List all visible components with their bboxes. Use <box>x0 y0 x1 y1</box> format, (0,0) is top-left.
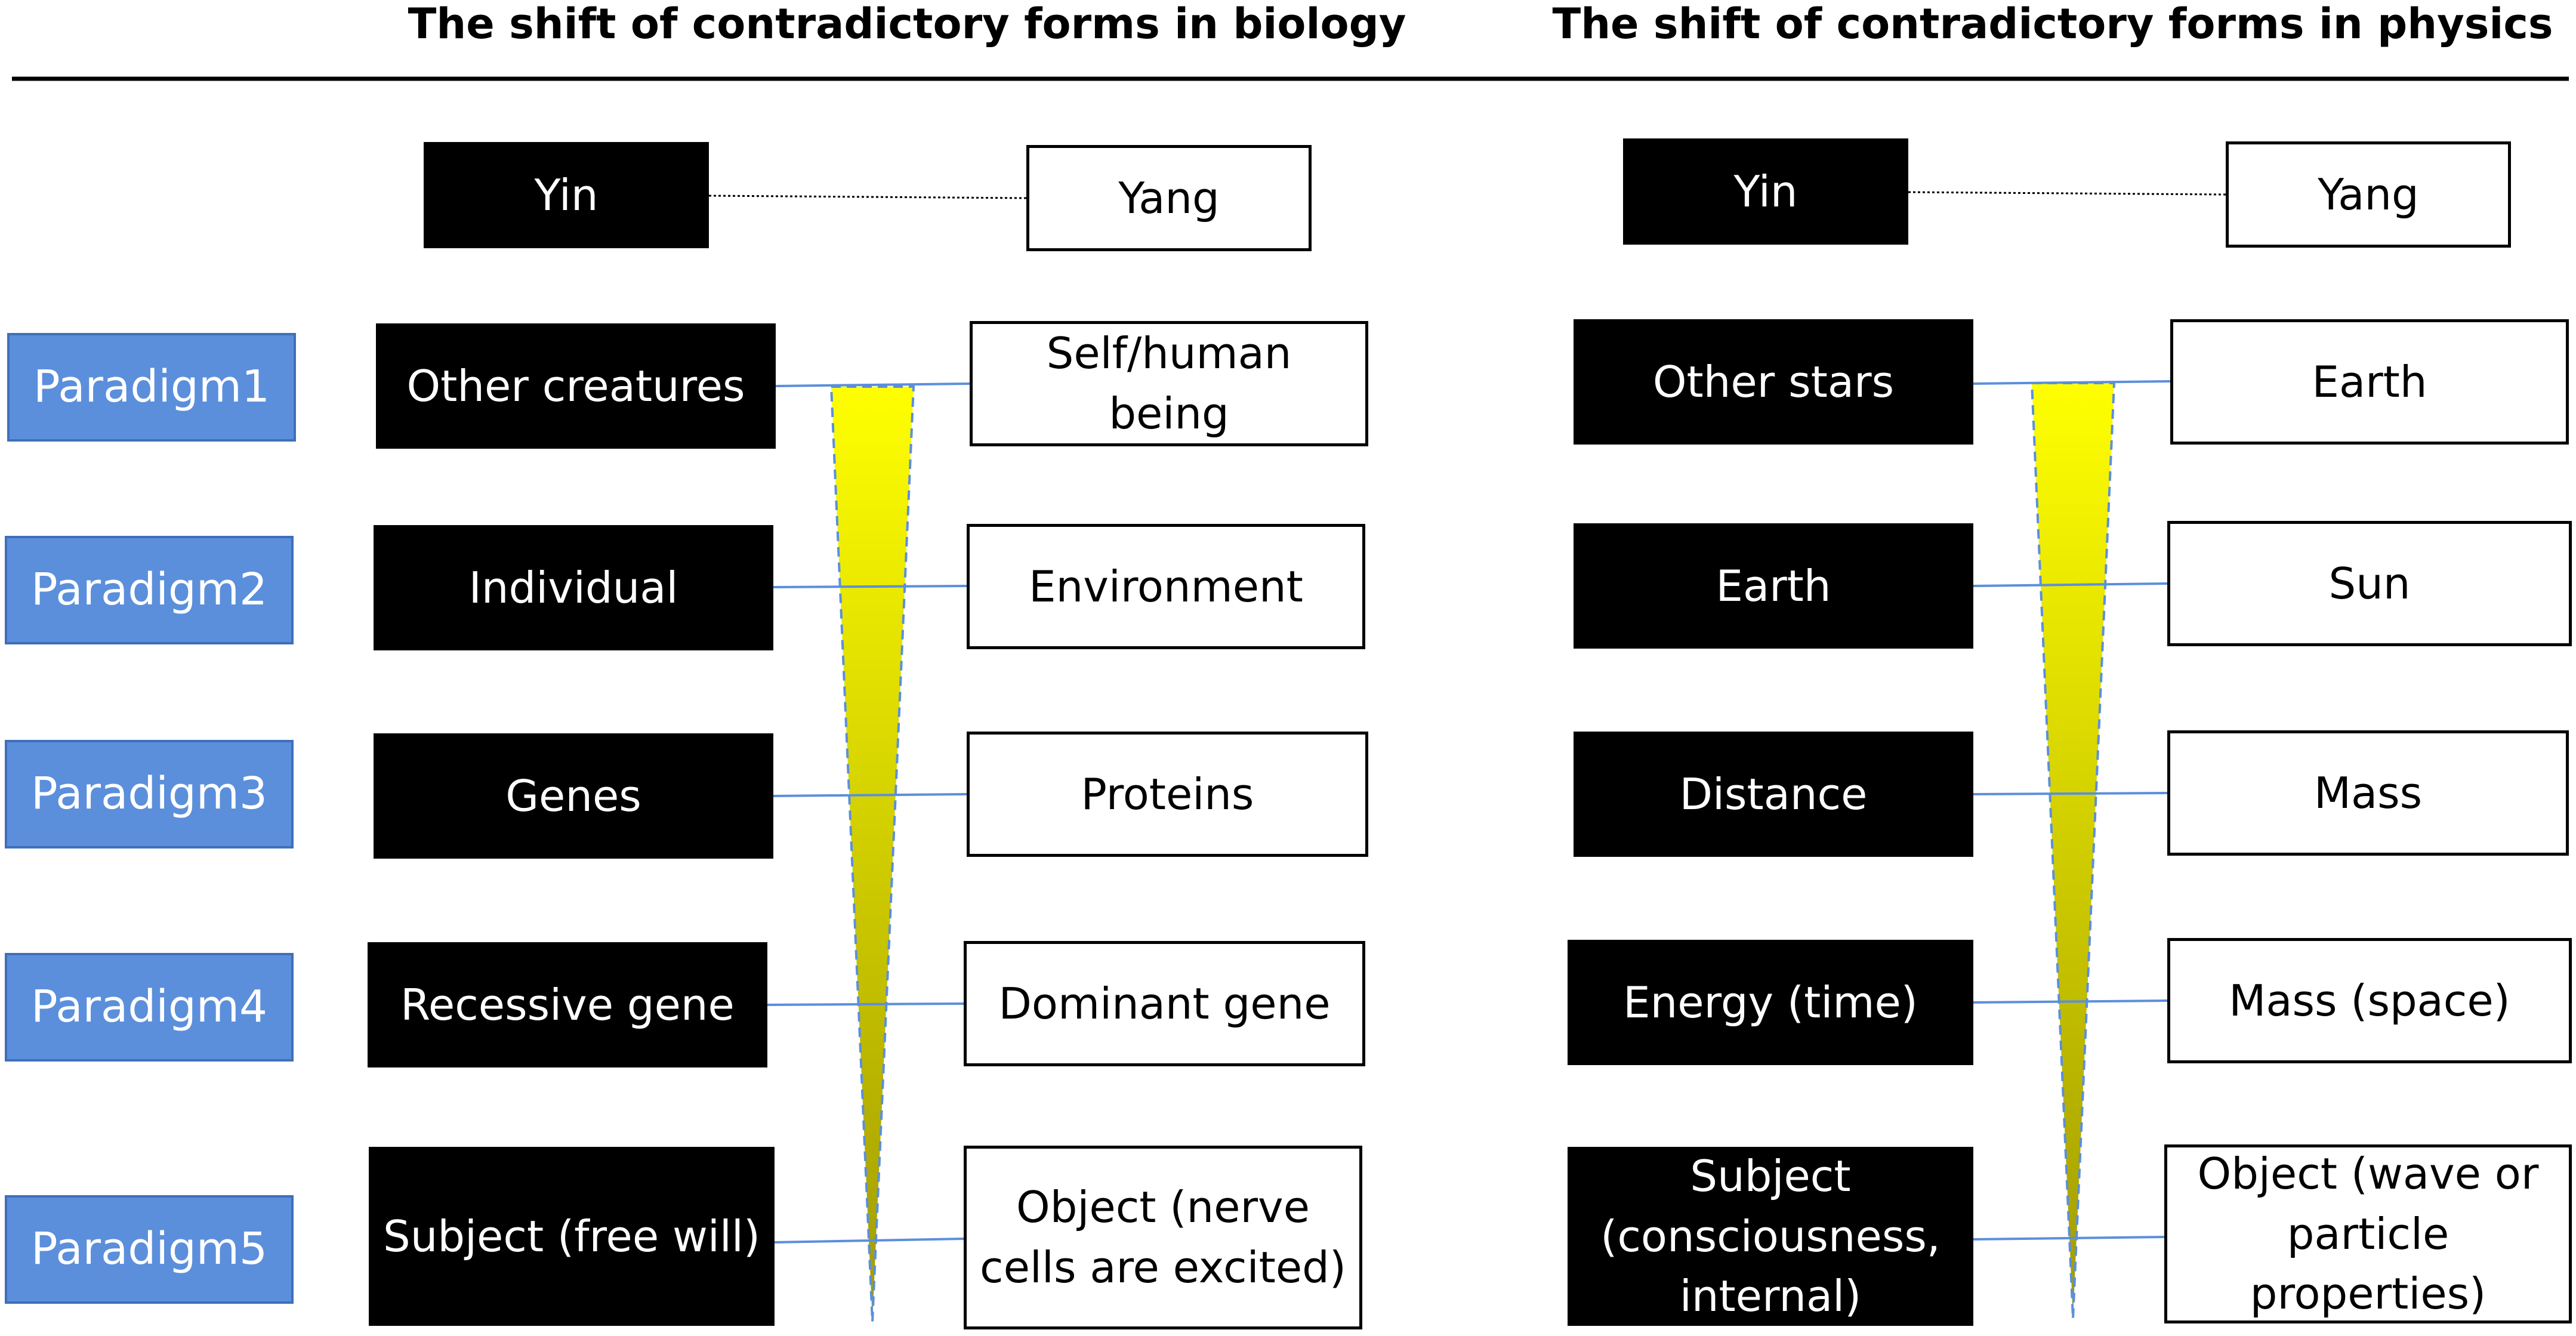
physics-connectors <box>1973 380 2171 1319</box>
physics-yin-box: Distance <box>1574 732 1973 857</box>
physics-row-connector <box>1973 999 2168 1004</box>
physics-legend-yang: Yang <box>2226 141 2511 248</box>
biology-yang-box: Proteins <box>967 732 1368 857</box>
physics-yang-box: Mass (space) <box>2167 938 2572 1063</box>
biology-legend-yin: Yin <box>424 142 709 248</box>
paradigm-label: Paradigm5 <box>5 1195 294 1304</box>
physics-legend-link <box>1908 191 2226 196</box>
physics-yang-box: Earth <box>2170 319 2569 445</box>
physics-title: The shift of contradictory forms in phys… <box>1552 0 2553 48</box>
biology-yin-box: Subject (free will) <box>369 1147 775 1326</box>
physics-yin-box: Other stars <box>1574 319 1973 445</box>
biology-row-connector <box>773 585 967 588</box>
paradigm-label: Paradigm1 <box>7 333 296 442</box>
biology-yin-box: Individual <box>374 525 773 650</box>
physics-yin-box: Subject(consciousness,internal) <box>1568 1147 1973 1326</box>
physics-legend-yin: Yin <box>1623 138 1908 245</box>
physics-row-connector <box>1973 380 2171 385</box>
paradigm-label: Paradigm3 <box>5 740 294 849</box>
physics-shift-triangle <box>2030 382 2116 1319</box>
physics-yin-box: Energy (time) <box>1568 940 1973 1065</box>
biology-yin-box: Recessive gene <box>368 942 767 1067</box>
physics-yang-box: Sun <box>2167 521 2572 646</box>
physics-row-connector <box>1973 582 2168 587</box>
paradigm-label: Paradigm2 <box>5 536 294 644</box>
biology-connectors <box>767 382 970 1322</box>
biology-row-connector <box>773 793 967 797</box>
biology-row-connector <box>767 1002 964 1006</box>
paradigm-label: Paradigm4 <box>5 953 294 1062</box>
biology-row-connector <box>774 1238 964 1244</box>
physics-row-connector <box>1973 1236 2165 1241</box>
biology-yin-box: Genes <box>374 733 773 859</box>
physics-row-connector <box>1973 792 2168 795</box>
biology-legend-link <box>708 195 1027 199</box>
biology-shift-triangle <box>829 385 915 1322</box>
physics-yang-box: Mass <box>2167 730 2569 856</box>
physics-yin-box: Earth <box>1574 523 1973 649</box>
biology-legend-yang: Yang <box>1026 145 1312 251</box>
biology-yin-box: Other creatures <box>376 323 776 449</box>
biology-yang-box: Environment <box>967 524 1365 649</box>
biology-title: The shift of contradictory forms in biol… <box>408 0 1406 48</box>
biology-row-connector <box>775 382 970 387</box>
biology-yang-box: Dominant gene <box>964 941 1365 1066</box>
